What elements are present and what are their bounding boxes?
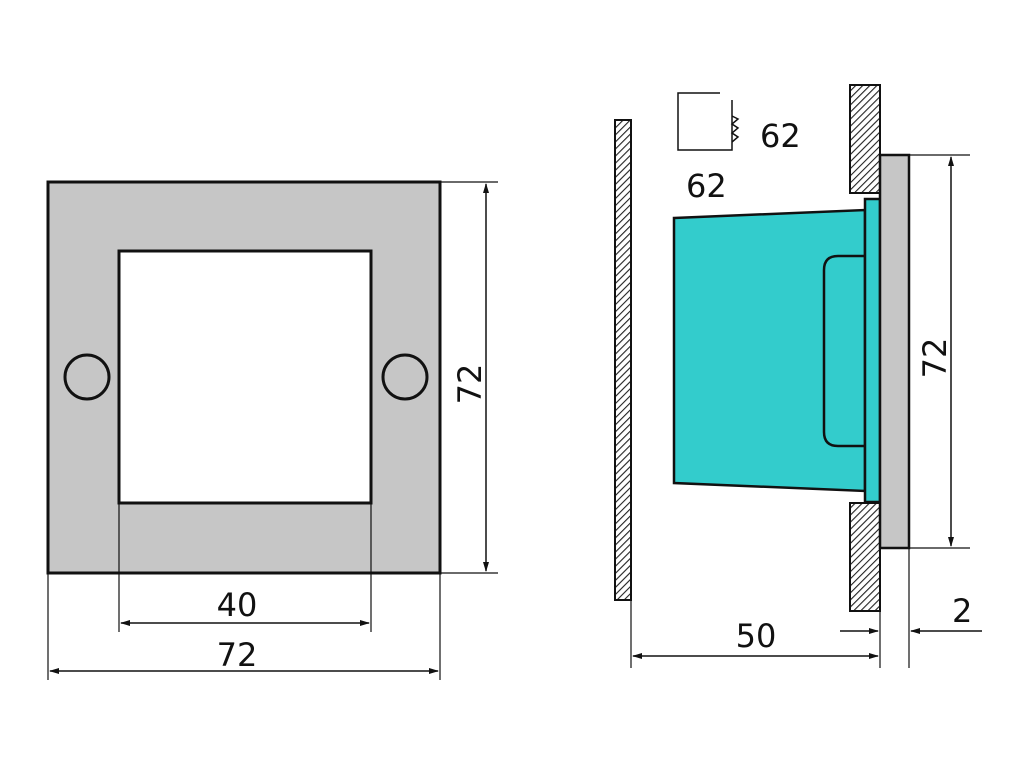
front-height-label: 72 [451,364,489,405]
cutout-height-label: 62 [686,167,727,205]
side-view: 62 62 72 50 2 [614,84,982,668]
side-extension-lines [630,154,970,668]
left-screw-cover [63,353,111,401]
right-screw-cover [381,353,429,401]
side-height-label: 72 [916,338,954,379]
front-view: 72 40 72 [46,180,498,680]
device-flange [863,197,882,504]
mounting-wall-upper [849,84,881,194]
device-body [672,208,867,493]
bezel-thickness-label: 2 [952,592,972,630]
device-clip [822,254,865,448]
front-width-label: 72 [217,636,258,674]
cutout-width-label: 62 [760,117,801,155]
rear-wall [614,119,632,601]
mounting-wall-lower [849,502,881,612]
front-extension-lines [47,181,498,680]
depth-label: 50 [736,617,777,655]
cutout-icon [677,92,740,151]
display-opening [117,249,373,505]
opening-width-label: 40 [217,586,258,624]
side-bezel [878,153,911,550]
